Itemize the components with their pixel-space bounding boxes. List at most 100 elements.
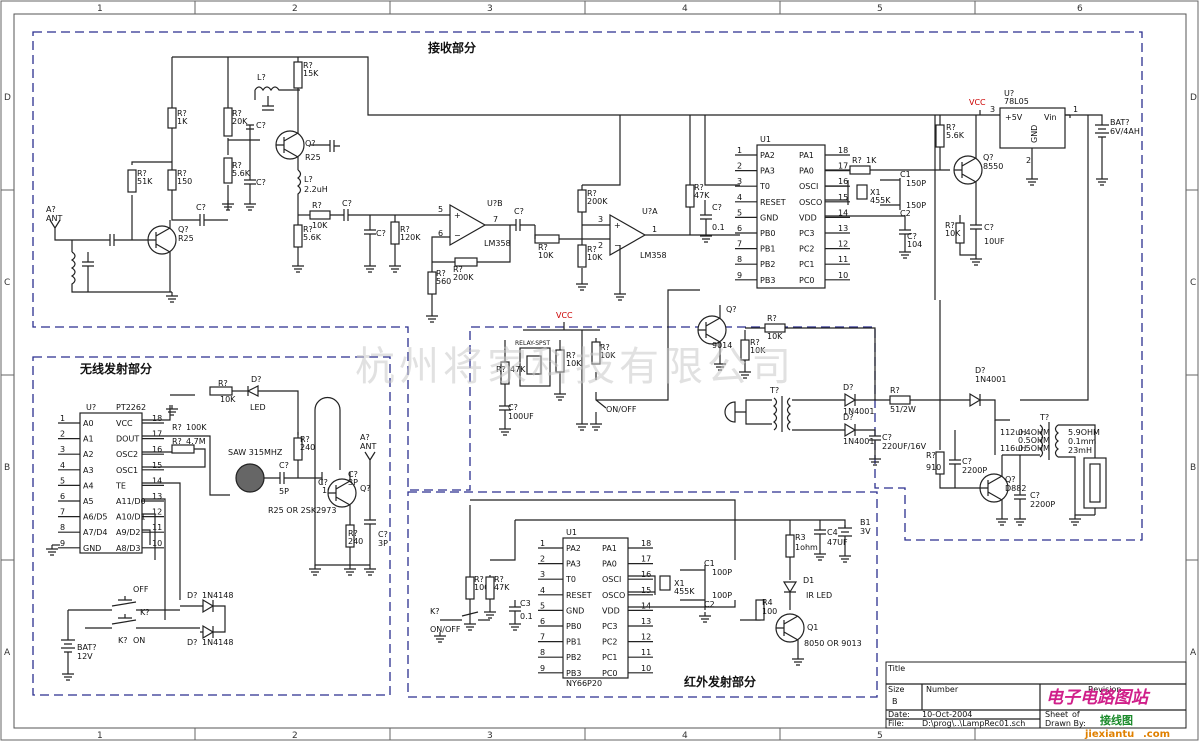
svg-text:910: 910 [926, 463, 941, 472]
svg-text:+: + [614, 221, 621, 230]
svg-text:5.6K: 5.6K [303, 233, 322, 242]
svg-text:X1: X1 [674, 579, 685, 588]
ground-icon [166, 405, 178, 416]
svg-text:R?: R? [177, 109, 187, 118]
svg-text:5: 5 [438, 205, 443, 214]
ir-mcu-pin-label: PB1 [566, 638, 581, 647]
inner-frame [13, 13, 1187, 729]
svg-text:of: of [1072, 710, 1080, 719]
svg-text:51K: 51K [137, 177, 153, 186]
rx-mcu-pin-num: 4 [737, 193, 742, 202]
ground-icon [614, 290, 626, 301]
svg-text:3V: 3V [860, 527, 871, 536]
svg-text:C3: C3 [520, 599, 531, 608]
rx-mcu-pin-label: GND [760, 213, 778, 222]
svg-text:1K: 1K [177, 117, 188, 126]
rx-mcu-pin-num: 7 [737, 240, 742, 249]
ground-icon [484, 608, 496, 619]
svg-text:GND: GND [1030, 125, 1039, 143]
svg-text:47K: 47K [510, 365, 526, 374]
svg-text:150: 150 [177, 177, 192, 186]
ir-mcu-pin-num: 15 [641, 586, 651, 595]
svg-text:5.9OHM: 5.9OHM [1068, 428, 1100, 437]
svg-text:R?: R? [494, 575, 504, 584]
svg-text:U?: U? [86, 403, 96, 412]
rx-mcu-pin-num: 8 [737, 255, 742, 264]
svg-text:D?: D? [843, 413, 853, 422]
pt2262-pin-label: A6/D5 [83, 513, 108, 522]
rx-mcu-pin-num: 10 [838, 271, 848, 280]
ir-mcu-pin-label: PB3 [566, 669, 581, 678]
pt2262-pin-num: 11 [152, 523, 162, 532]
svg-text:2: 2 [1026, 156, 1031, 165]
rx-mcu-pin-label: PB3 [760, 276, 775, 285]
svg-text:LED: LED [250, 403, 266, 412]
led-icon [246, 385, 259, 397]
svg-text:R?: R? [453, 265, 463, 274]
grid-row-c: C [4, 278, 10, 288]
ground-icon [292, 262, 304, 273]
rx-mcu-pin-label: VDD [799, 213, 817, 222]
antenna-rx-icon [49, 219, 72, 241]
pt2262-pin-label: DOUT [116, 435, 139, 444]
pt2262-pin-num: 5 [60, 476, 65, 485]
ground-symbols [46, 175, 1108, 681]
grid-col-3b: 3 [487, 731, 493, 741]
svg-text:Q?: Q? [983, 153, 994, 162]
svg-text:T?: T? [1039, 413, 1049, 422]
svg-text:L?: L? [304, 175, 313, 184]
svg-text:U1: U1 [760, 135, 771, 144]
pt2262-pin-num: 9 [60, 539, 65, 548]
svg-text:C?: C? [984, 223, 994, 232]
svg-text:0.4OHM: 0.4OHM [1018, 428, 1050, 437]
ir-mcu-pin-num: 9 [540, 664, 545, 673]
svg-text:R3: R3 [795, 533, 806, 542]
svg-text:ON: ON [133, 636, 145, 645]
svg-text:K?: K? [140, 608, 150, 617]
svg-text:SAW 315MHZ: SAW 315MHZ [228, 448, 283, 457]
pt2262-pin-num: 10 [152, 539, 162, 548]
svg-text:VCC: VCC [556, 311, 573, 320]
rx-mcu-pin-label: PC0 [799, 276, 815, 285]
svg-text:R?: R? [926, 451, 936, 460]
pt2262-pin-label: OSC1 [116, 466, 138, 475]
svg-text:+5V: +5V [1005, 113, 1023, 122]
svg-text:R?: R? [566, 351, 576, 360]
svg-text:3P: 3P [348, 478, 358, 487]
svg-text:Q1: Q1 [807, 623, 818, 632]
svg-text:220UF/16V: 220UF/16V [882, 442, 927, 451]
diode-d1-icon [844, 392, 857, 408]
svg-text:C1: C1 [900, 170, 911, 179]
ground-icon [1069, 515, 1081, 526]
svg-text:−: − [454, 231, 461, 240]
svg-text:R?: R? [232, 109, 242, 118]
ground-icon [62, 670, 74, 681]
pt2262-pin-label: A5 [83, 497, 94, 506]
svg-text:1N4148: 1N4148 [202, 591, 233, 600]
ir-mcu-pin-num: 1 [540, 539, 545, 548]
svg-text:C?: C? [508, 403, 518, 412]
svg-text:Date:: Date: [888, 710, 910, 719]
rx-mcu-pin-label: RESET [760, 198, 786, 207]
svg-text:R?: R? [694, 183, 704, 192]
svg-text:C?: C? [1030, 491, 1040, 500]
pt2262-pin-num: 17 [152, 430, 162, 439]
ir-mcu-pin-num: 7 [540, 633, 545, 642]
infrared-circuit: R? 100K R? 47K C3 0.1 K? ON/OFF U1 NY66P… [430, 499, 871, 688]
svg-text:10K: 10K [767, 332, 783, 341]
svg-text:6: 6 [438, 229, 443, 238]
svg-text:0.5OHM: 0.5OHM [1018, 436, 1050, 445]
svg-text:C?: C? [378, 530, 388, 539]
ground-icon [1014, 515, 1026, 526]
svg-text:R25: R25 [178, 234, 194, 243]
svg-text:R?: R? [890, 386, 900, 395]
rx-mcu-pin-num: 1 [737, 146, 742, 155]
ground-icon [869, 455, 881, 466]
ir-mcu-pin-label: OSCI [602, 575, 621, 584]
ir-mcu-pin-label: RESET [566, 591, 592, 600]
diode-1n4148-a-icon [202, 598, 215, 614]
ac-plug-icon [724, 401, 736, 423]
svg-text:455K: 455K [870, 196, 891, 205]
rx-mcu-pin-num: 12 [838, 240, 848, 249]
